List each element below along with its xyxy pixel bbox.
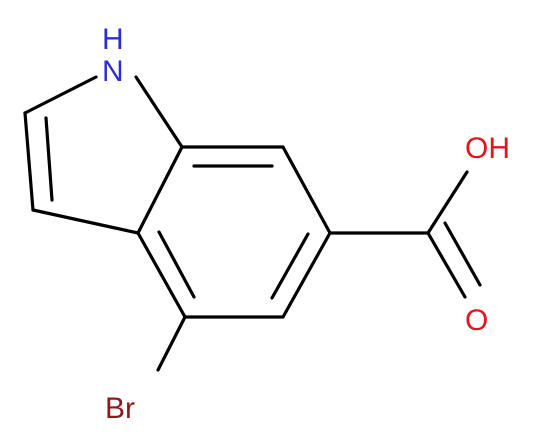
atom-label-carbonyl-oxygen: O <box>465 304 488 337</box>
bond-c4-br <box>156 315 187 372</box>
bond-carboxyl-o-double <box>443 221 482 287</box>
bond-c2-c3 <box>23 111 35 212</box>
bond-c3a-c4 <box>136 231 187 319</box>
bond-carboxyl-oh <box>426 170 469 235</box>
bond-n1-c7a <box>134 75 184 149</box>
bond-c3-c3a <box>31 208 140 235</box>
bond-c5-c6 <box>281 231 332 319</box>
bond-c6-c7 <box>281 145 332 235</box>
bond-c2-c3-inner <box>44 116 54 202</box>
bond-carboxyl-o <box>426 231 467 299</box>
atom-label-hydroxyl: OH <box>465 132 510 165</box>
bond-n1-c2 <box>23 75 98 115</box>
atom-label-bromine: Br <box>105 392 135 425</box>
bond-c3a-c4-inner <box>157 230 196 299</box>
bond-c5-c6-inner <box>270 232 310 300</box>
atom-label-nh-h: H <box>102 23 124 56</box>
bond-c7a-c3a <box>136 145 184 235</box>
atom-label-nh-n: N <box>102 55 124 88</box>
